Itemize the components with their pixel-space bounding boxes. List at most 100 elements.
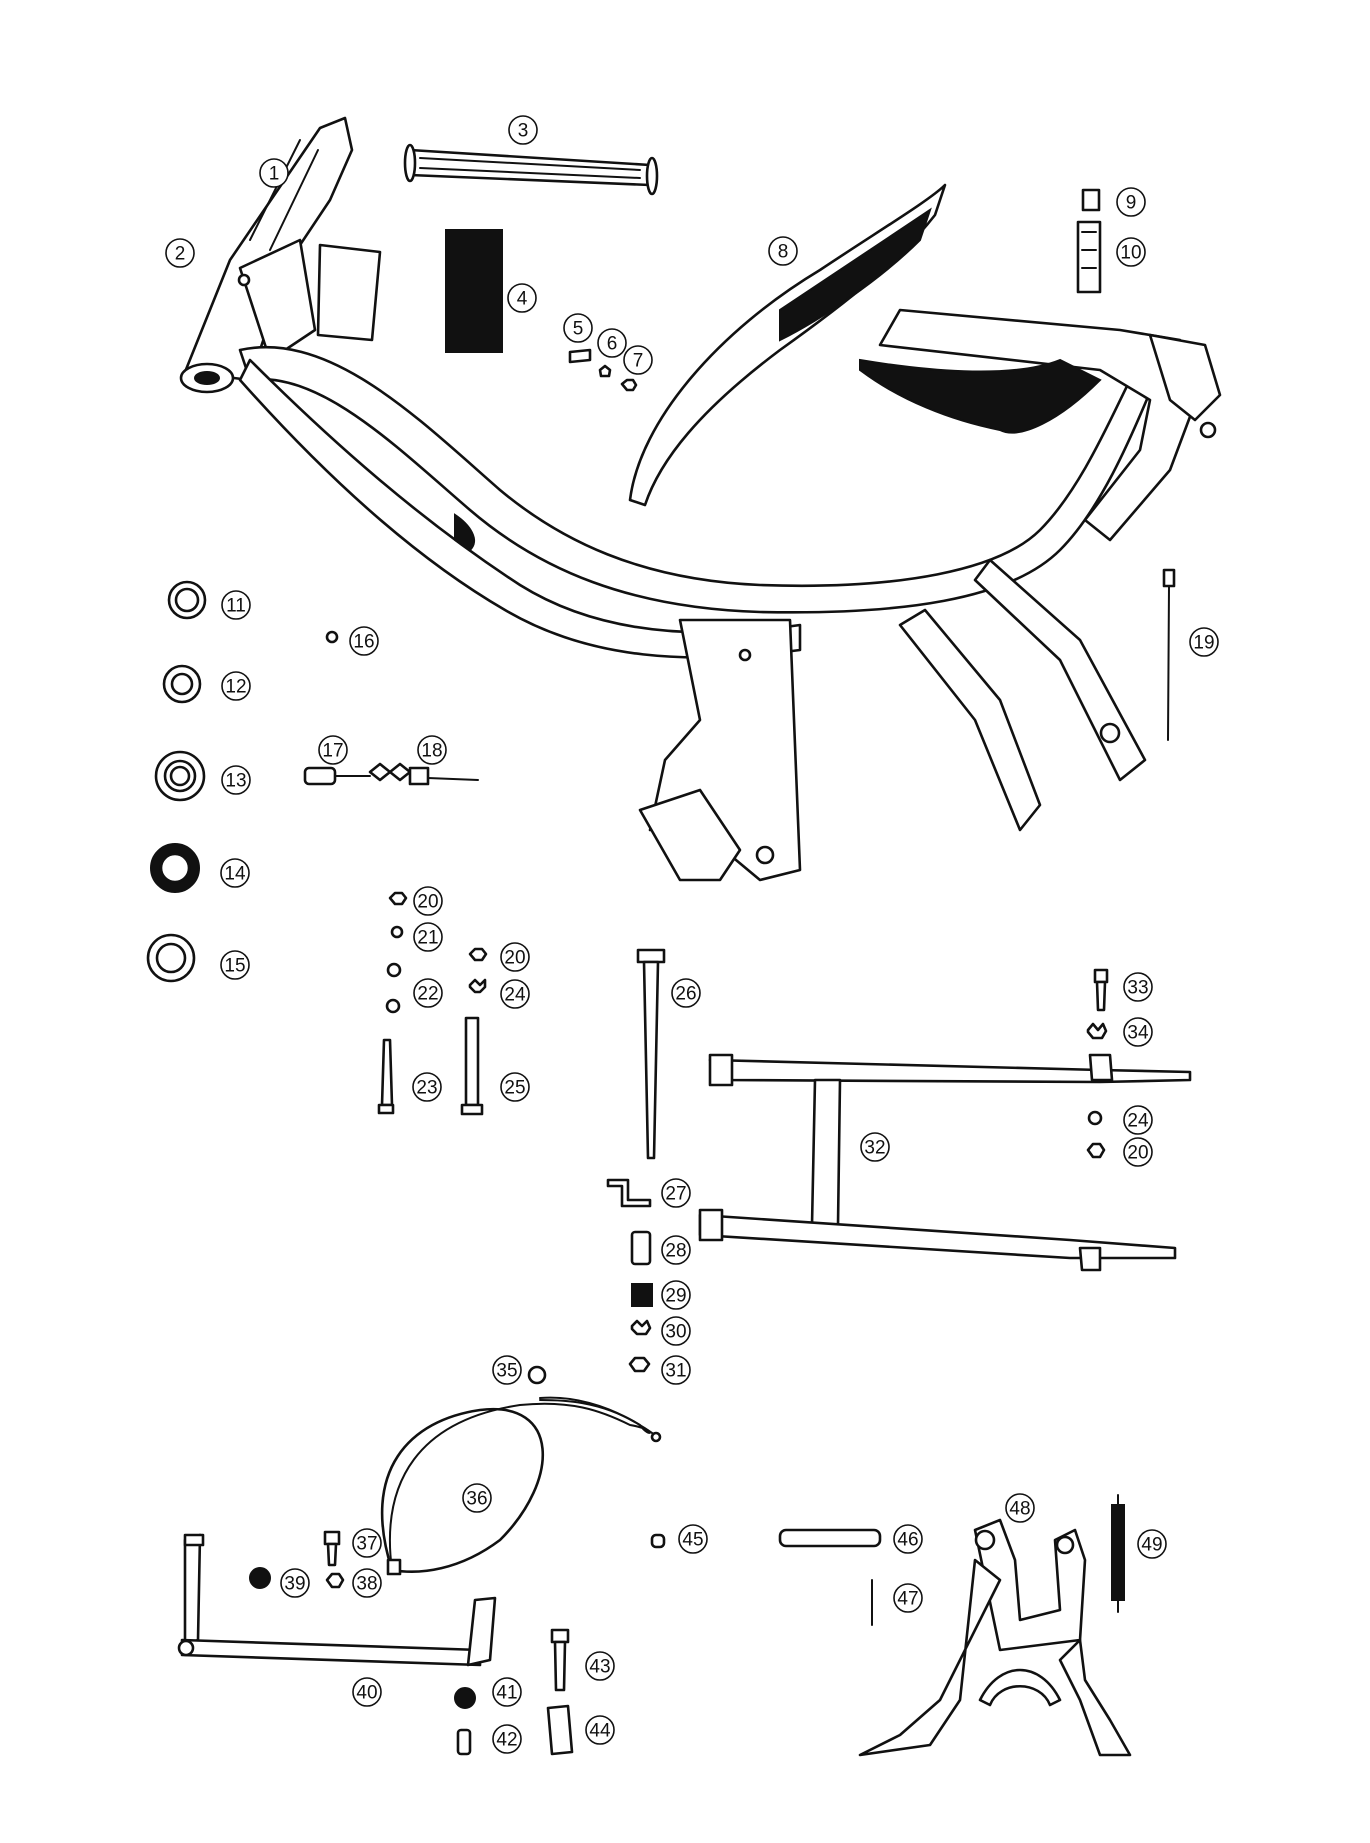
callout-c31: 31 xyxy=(661,1355,691,1385)
callout-circle xyxy=(500,979,530,1009)
callout-circle xyxy=(318,735,348,765)
callout-c33: 33 xyxy=(1123,972,1153,1002)
fasteners-33-34 xyxy=(1086,968,1109,1159)
callout-c41: 41 xyxy=(492,1677,522,1707)
callout-circle xyxy=(1137,1529,1167,1559)
callout-c32: 32 xyxy=(860,1132,890,1162)
callout-c39: 39 xyxy=(280,1568,310,1598)
callout-number: 15 xyxy=(224,956,245,977)
callout-circle xyxy=(661,1178,691,1208)
callout-circle xyxy=(165,238,195,268)
callout-circle xyxy=(678,1524,708,1554)
part-43-bolt xyxy=(550,1628,570,1692)
callout-number: 27 xyxy=(665,1184,686,1205)
part-19-cable-tie xyxy=(1162,568,1176,741)
callout-number: 20 xyxy=(504,948,525,969)
callout-number: 31 xyxy=(665,1361,686,1382)
callout-number: 34 xyxy=(1127,1023,1149,1044)
callout-circle xyxy=(1189,627,1219,657)
callout-c37: 37 xyxy=(352,1528,382,1558)
callout-number: 33 xyxy=(1127,978,1148,999)
callout-circle xyxy=(220,950,250,980)
callout-circle xyxy=(462,1483,492,1513)
part-16-ring xyxy=(325,630,339,644)
callout-circle xyxy=(221,590,251,620)
callout-c19: 19 xyxy=(1189,627,1219,657)
callout-c30: 30 xyxy=(661,1316,691,1346)
callout-circle xyxy=(860,1132,890,1162)
callout-number: 26 xyxy=(675,984,696,1005)
part-26-long-bolt xyxy=(636,948,666,1160)
callout-number: 10 xyxy=(1120,243,1141,264)
callout-c12: 12 xyxy=(221,671,251,701)
part-3-steering-tube xyxy=(403,143,659,196)
fasteners-20-23 xyxy=(377,891,488,1116)
callout-number: 36 xyxy=(466,1489,487,1510)
part-35-36-cable xyxy=(380,1365,662,1576)
callout-number: 17 xyxy=(322,741,343,762)
callout-c18: 18 xyxy=(417,735,447,765)
callout-circle xyxy=(1116,187,1146,217)
callout-c6: 6 xyxy=(597,328,627,358)
callout-circle xyxy=(413,978,443,1008)
callout-number: 42 xyxy=(496,1730,517,1751)
callout-number: 35 xyxy=(496,1361,517,1382)
callout-number: 18 xyxy=(421,741,442,762)
callout-number: 44 xyxy=(589,1721,611,1742)
callout-circle xyxy=(1116,237,1146,267)
callout-number: 21 xyxy=(417,928,438,949)
callout-c22: 22 xyxy=(413,978,443,1008)
callout-circle xyxy=(661,1355,691,1385)
callout-circle xyxy=(893,1583,923,1613)
callout-c35: 35 xyxy=(492,1355,522,1385)
parts-37-39 xyxy=(249,1530,345,1589)
callout-circle xyxy=(500,942,530,972)
callout-circle xyxy=(413,922,443,952)
callout-c26: 26 xyxy=(671,978,701,1008)
callout-c20b: 20 xyxy=(500,942,530,972)
callout-circle xyxy=(500,1072,530,1102)
callout-number: 11 xyxy=(226,596,246,617)
part-31-nut xyxy=(628,1356,651,1373)
callout-circle xyxy=(508,115,538,145)
callout-c16: 16 xyxy=(349,626,379,656)
callout-circle xyxy=(893,1524,923,1554)
callout-number: 22 xyxy=(417,984,438,1005)
part-40-brake-pedal xyxy=(177,1533,497,1667)
callout-number: 24 xyxy=(504,985,526,1006)
callout-number: 43 xyxy=(589,1657,610,1678)
part-30-washer xyxy=(630,1319,652,1336)
callout-c4: 4 xyxy=(507,283,537,313)
callout-number: 8 xyxy=(778,242,789,263)
callout-number: 7 xyxy=(633,351,644,372)
callout-c1: 1 xyxy=(259,158,289,188)
part-32-swing-arm xyxy=(698,1053,1192,1272)
callout-circle xyxy=(661,1235,691,1265)
callout-c27: 27 xyxy=(661,1178,691,1208)
part-27-crank-pin xyxy=(606,1178,652,1208)
callout-circle xyxy=(768,236,798,266)
callout-number: 13 xyxy=(225,771,246,792)
callout-number: 19 xyxy=(1193,633,1214,654)
callout-circle xyxy=(1123,972,1153,1002)
callout-circle xyxy=(412,1072,442,1102)
callout-circle xyxy=(597,328,627,358)
callout-circle xyxy=(352,1528,382,1558)
callout-c46: 46 xyxy=(893,1524,923,1554)
callout-number: 4 xyxy=(517,289,528,310)
part-44-bush xyxy=(546,1704,574,1756)
callout-circle xyxy=(1123,1017,1153,1047)
callout-circle xyxy=(352,1677,382,1707)
callout-c42: 42 xyxy=(492,1724,522,1754)
callout-number: 37 xyxy=(356,1534,377,1555)
parts-5-7-fasteners xyxy=(568,348,638,392)
callout-c21: 21 xyxy=(413,922,443,952)
callout-c7: 7 xyxy=(623,345,653,375)
callout-c9: 9 xyxy=(1116,187,1146,217)
part-41-nut xyxy=(454,1687,476,1709)
part-45-plug xyxy=(650,1533,666,1549)
callout-number: 45 xyxy=(682,1530,703,1551)
main-frame xyxy=(179,116,1222,882)
callout-circle xyxy=(661,1316,691,1346)
